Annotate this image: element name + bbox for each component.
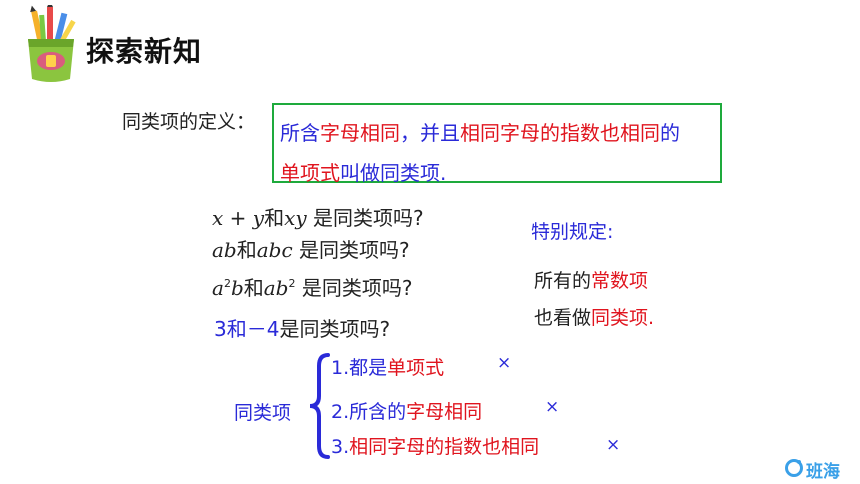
cross-mark: ×	[545, 397, 560, 417]
math-var: y	[252, 206, 265, 230]
math-exponent: 2	[288, 277, 296, 290]
definition-box	[272, 103, 722, 183]
special-text: 所有的	[534, 270, 592, 292]
definition-line-1: 所含字母相同，并且相同字母的指数也相同的	[280, 117, 680, 146]
question-text: 和	[243, 276, 264, 300]
cross-mark: ×	[497, 353, 512, 373]
math-var: b	[230, 276, 244, 300]
condition-highlight: 字母相同	[406, 401, 483, 423]
definition-highlight: 单项式	[280, 161, 340, 185]
math-var: ab	[212, 238, 237, 262]
question-text: 是同类项吗?	[306, 206, 424, 230]
question-2: ab和abc 是同类项吗?	[212, 234, 410, 263]
definition-label: 同类项的定义：	[122, 111, 256, 133]
special-highlight: 常数项	[591, 270, 649, 292]
special-highlight: 同类项.	[591, 307, 655, 329]
special-rule-title: 特别规定:	[531, 221, 614, 243]
math-var: xy	[284, 206, 307, 230]
definition-text: 叫做同类项.	[340, 161, 447, 185]
special-rule-line-2: 也看做同类项.	[534, 303, 654, 330]
definition-highlight: 相同字母的指数也相同	[460, 121, 660, 145]
math-var: x	[212, 206, 224, 230]
pencil-cup-icon	[28, 5, 76, 82]
question-highlight: 3和－4	[214, 317, 280, 341]
math-op: +	[229, 206, 253, 230]
brand-logo-icon	[785, 459, 803, 477]
question-text: 是同类项吗?	[279, 317, 391, 341]
condition-2: 2.所含的字母相同	[331, 397, 482, 424]
question-1: x + y和xy 是同类项吗?	[212, 202, 424, 231]
left-brace	[309, 353, 330, 459]
condition-text: 3.	[331, 436, 350, 458]
question-text: 是同类项吗?	[292, 238, 410, 262]
page-title: 探索新知	[86, 35, 203, 68]
cross-mark: ×	[606, 435, 621, 455]
question-text: 是同类项吗?	[295, 276, 413, 300]
condition-highlight: 相同字母的指数也相同	[349, 436, 540, 458]
definition-text: 的	[660, 121, 680, 145]
brand-name: 班海	[806, 462, 840, 482]
special-text: 也看做	[534, 307, 592, 329]
math-var: abc	[256, 238, 293, 262]
definition-highlight: 字母相同	[320, 121, 400, 145]
question-3: a2b和ab2 是同类项吗?	[212, 272, 412, 301]
question-text: 和	[264, 206, 285, 230]
math-var: a	[212, 276, 224, 300]
definition-text: 所含	[280, 121, 320, 145]
question-text: 和	[236, 238, 257, 262]
special-rule-line-1: 所有的常数项	[534, 266, 648, 293]
condition-highlight: 单项式	[387, 357, 445, 379]
conditions-label: 同类项	[234, 402, 292, 424]
math-var: ab	[263, 276, 289, 300]
question-4: 3和－4是同类项吗?	[214, 313, 390, 342]
definition-line-2: 单项式叫做同类项.	[280, 157, 446, 186]
condition-1: 1.都是单项式	[331, 353, 444, 380]
condition-3: 3.相同字母的指数也相同	[331, 432, 539, 459]
condition-text: 1.都是	[331, 357, 388, 379]
condition-text: 2.所含的	[331, 401, 407, 423]
math-exponent: 2	[223, 277, 231, 290]
definition-text: ，并且	[400, 121, 460, 145]
